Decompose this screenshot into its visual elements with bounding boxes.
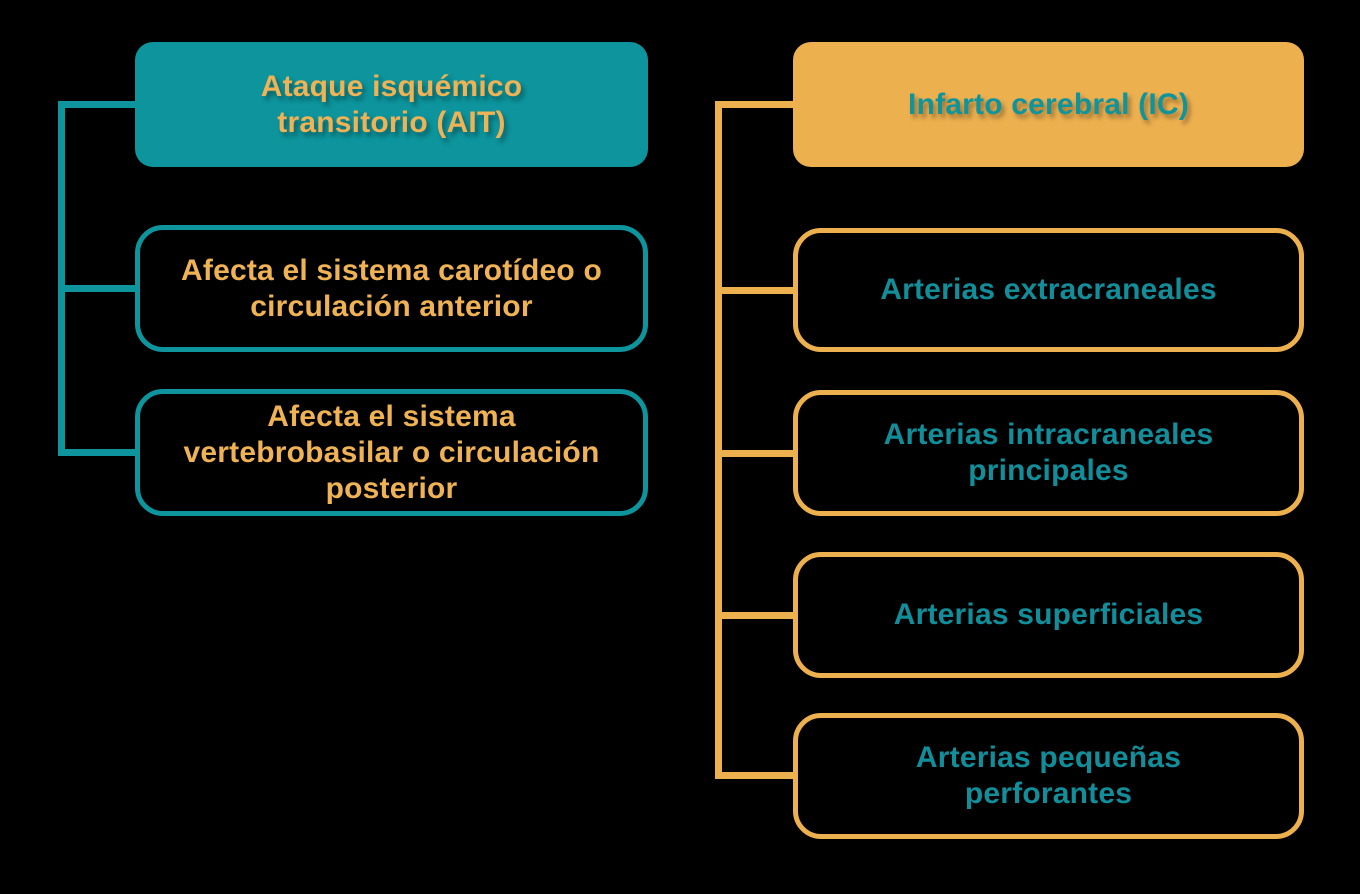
ait-child-box-vertebrobasilar-system: Afecta el sistema vertebrobasilar o circ…	[135, 389, 648, 516]
ait-child-box-carotid-system: Afecta el sistema carotídeo o circulació…	[135, 225, 648, 352]
ait-connector-stub-child-2	[58, 449, 137, 456]
ic-connector-stub-header	[715, 101, 795, 108]
ic-child-box-intracranial-arteries: Arterias intracraneales principales	[793, 390, 1304, 516]
ic-connector-stub-child-3	[715, 612, 795, 619]
ic-child-box-extracranial-arteries: Arterias extracraneales	[793, 228, 1304, 352]
ait-connector-stub-header	[58, 101, 137, 108]
ic-child-box-superficial-arteries: Arterias superficiales	[793, 552, 1304, 678]
ait-connector-stub-child-1	[58, 285, 137, 292]
ic-connector-stub-child-4	[715, 772, 795, 779]
ic-connector-stub-child-1	[715, 287, 795, 294]
ic-header-box: Infarto cerebral (IC)	[793, 42, 1304, 167]
ait-connector-vertical-line	[58, 101, 65, 456]
ic-child-box-small-perforating-arteries: Arterias pequeñas perforantes	[793, 713, 1304, 839]
ait-header-box: Ataque isquémico transitorio (AIT)	[135, 42, 648, 167]
ic-connector-vertical-line	[715, 101, 722, 779]
ic-connector-stub-child-2	[715, 450, 795, 457]
